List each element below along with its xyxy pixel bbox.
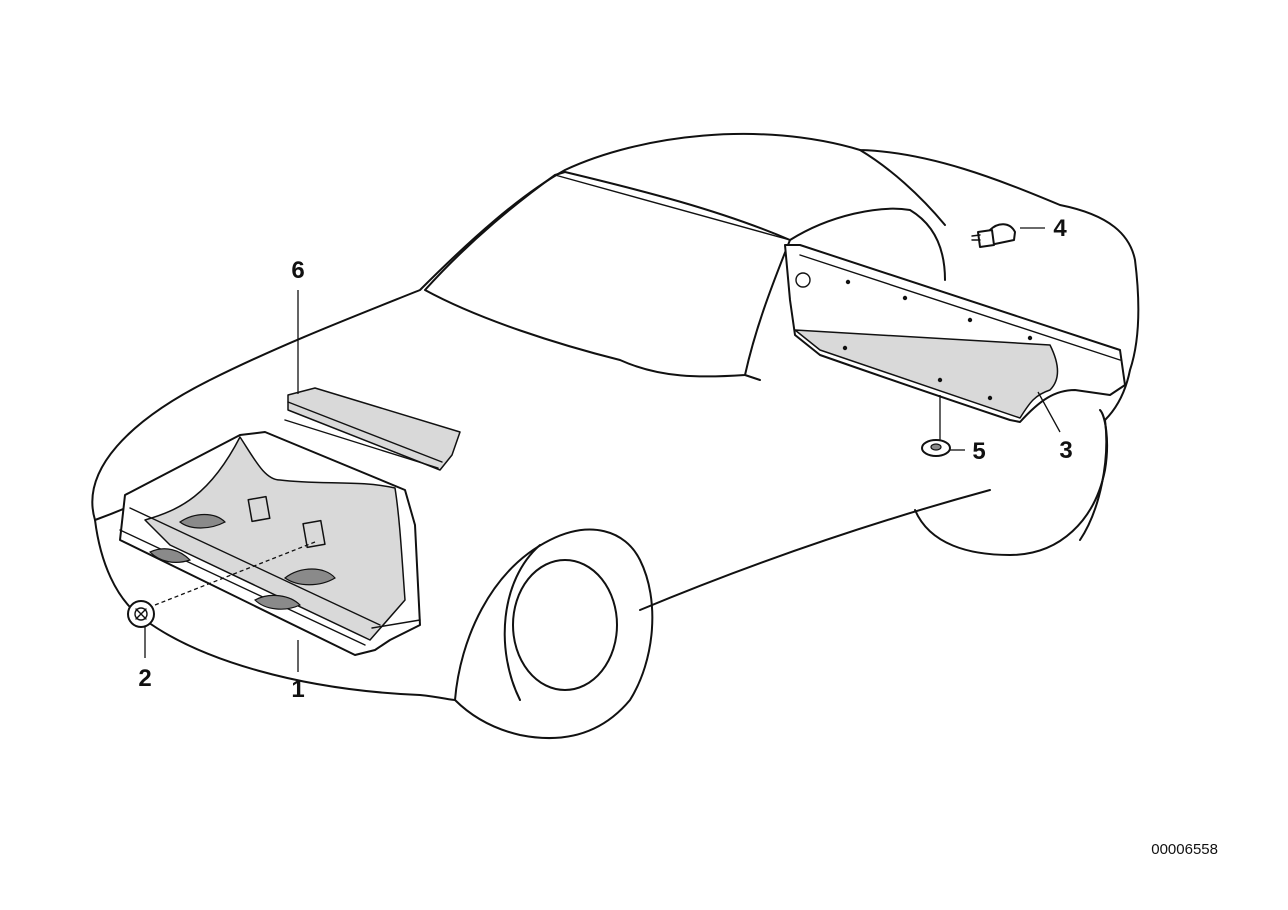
callout-2: 2 <box>138 665 151 692</box>
part-2-pushnut <box>127 600 155 628</box>
callout-5: 5 <box>972 438 985 465</box>
callout-3: 3 <box>1059 437 1072 464</box>
diagram-reference-number: 00006558 <box>1151 841 1218 858</box>
callout-4: 4 <box>1053 215 1067 242</box>
callout-6: 6 <box>291 257 304 284</box>
leader-lines <box>144 227 1061 672</box>
part-4-clip <box>971 223 1016 248</box>
callout-1: 1 <box>291 676 304 703</box>
part-3-shelf <box>784 244 1126 423</box>
part-5-grommet <box>921 439 951 457</box>
part-6-panel <box>284 387 461 471</box>
part-1-liner <box>119 431 421 656</box>
